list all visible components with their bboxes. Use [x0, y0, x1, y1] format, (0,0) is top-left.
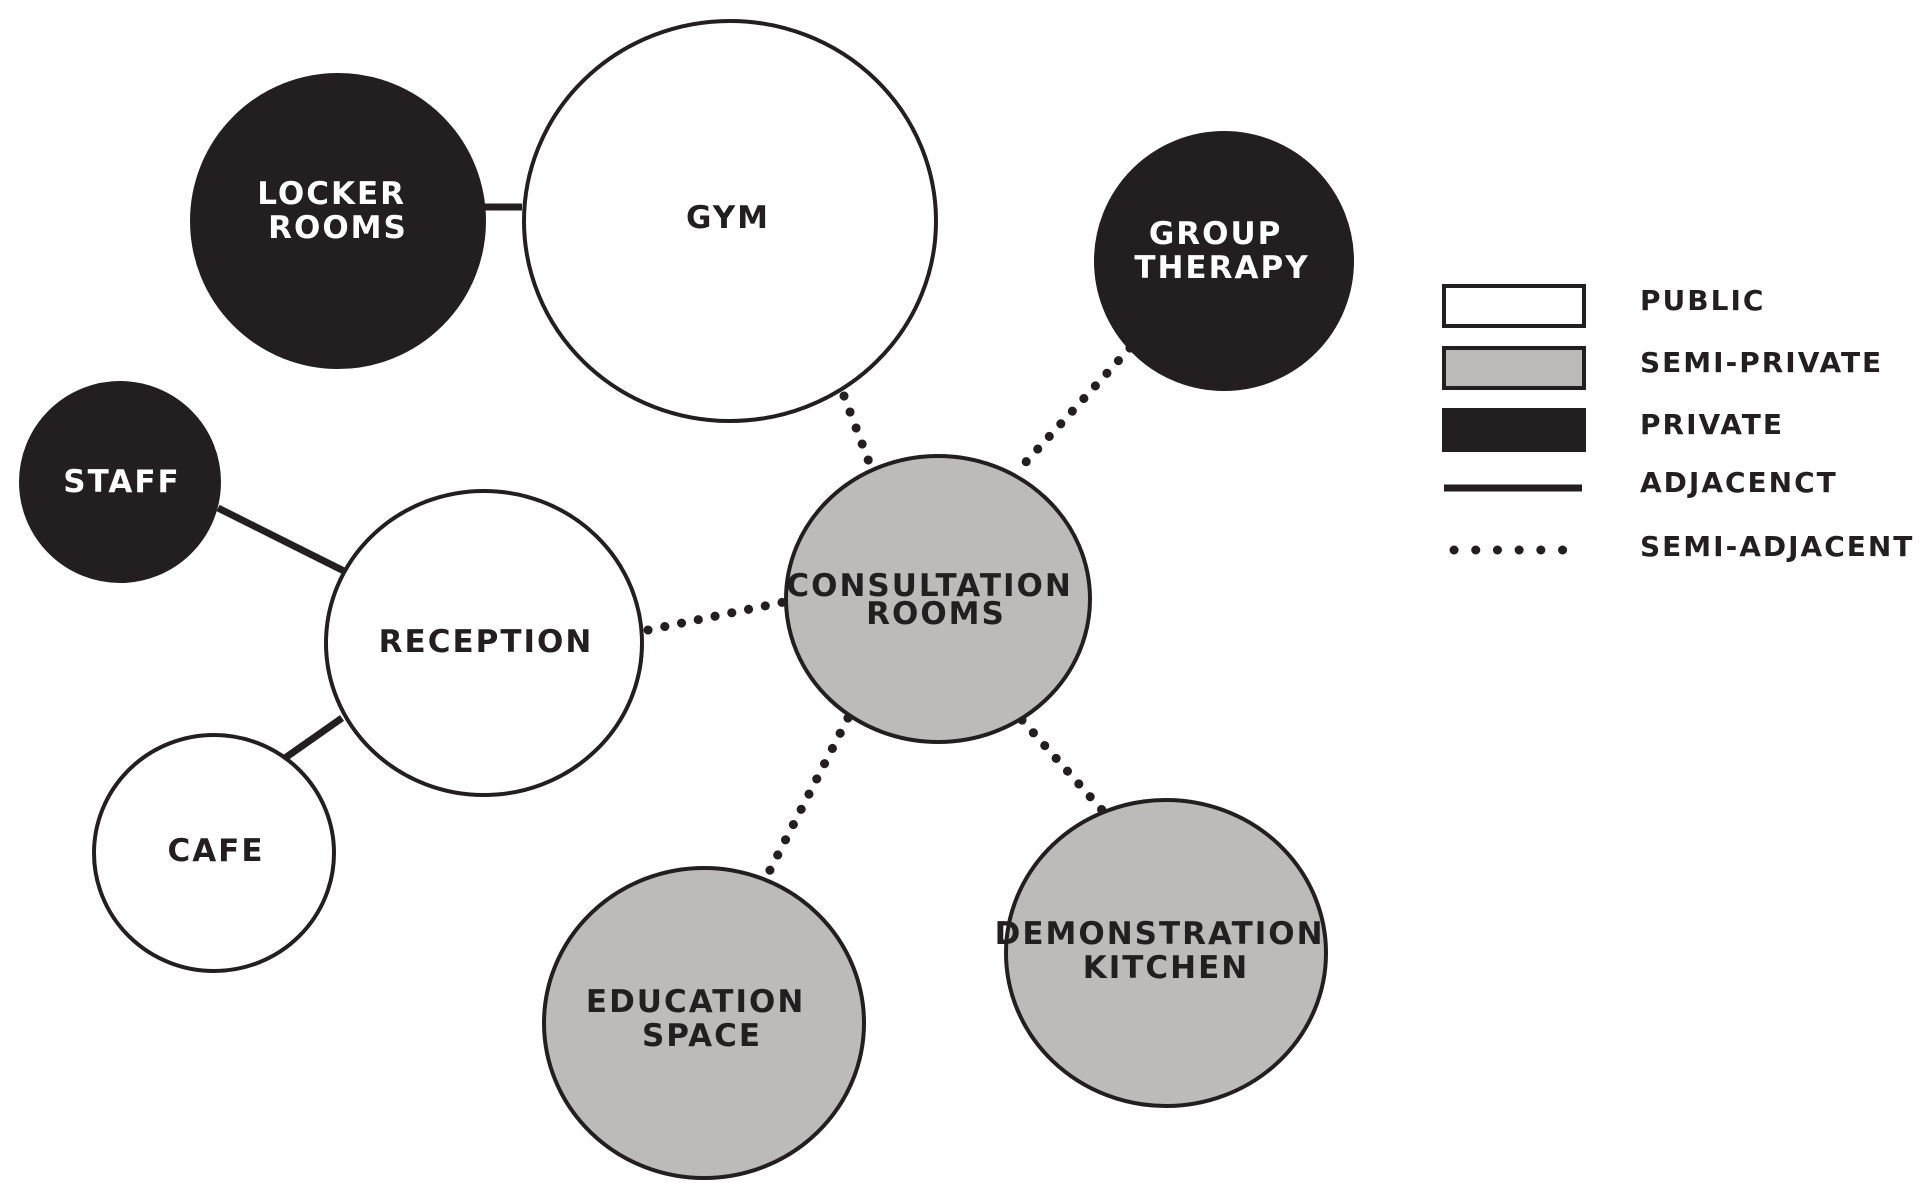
connector-reception-cafe: [282, 715, 345, 761]
semi-connector-consultation-kitchen: [1017, 715, 1107, 815]
semi-connector-consultation-education: [763, 713, 853, 879]
connections: [216, 203, 1135, 879]
bubble-consultation-rooms: [784, 454, 1092, 744]
legend-label-private: PRIVATE: [1640, 408, 1784, 441]
legend-label-public: PUBLIC: [1640, 284, 1765, 317]
bubble-reception: [324, 489, 644, 797]
legend-label-semi-private: SEMI-PRIVATE: [1640, 346, 1883, 379]
bubble-education-space: [542, 866, 866, 1180]
bubble-group-therapy: [1094, 131, 1354, 391]
bubble-locker-rooms: [190, 73, 486, 369]
label-consultation-rooms: CONSULTATION ROOMS: [786, 568, 1085, 632]
semi-connector-gym-consultation: [839, 391, 877, 475]
connector-staff-reception: [216, 504, 348, 576]
label-group-therapy: GROUP THERAPY: [1134, 216, 1309, 286]
bubbles: [19, 19, 1354, 1180]
legend: PUBLIC SEMI-PRIVATE PRIVATE ADJACENCT SE…: [1442, 284, 1914, 563]
label-reception: RECEPTION: [379, 624, 594, 660]
label-staff: STAFF: [63, 464, 180, 500]
bubble-gym: [522, 19, 938, 423]
bubble-labels: LOCKER ROOMS GYM GROUP THERAPY STAFF REC…: [63, 176, 1338, 1054]
label-education-space: EDUCATION SPACE: [586, 984, 818, 1054]
legend-swatch-public: [1442, 284, 1586, 328]
bubble-staff: [19, 381, 221, 583]
legend-swatch-semi-private: [1442, 346, 1586, 390]
label-demonstration-kitchen: DEMONSTRATION KITCHEN: [995, 916, 1338, 986]
semi-connector-reception-consultation: [643, 597, 789, 635]
legend-label-semi-adjacent: SEMI-ADJACENT: [1640, 530, 1914, 563]
label-locker-rooms: LOCKER ROOMS: [257, 176, 419, 246]
semi-connector-group-therapy-consultation: [1010, 343, 1135, 479]
label-cafe: CAFE: [167, 833, 264, 869]
legend-label-adjacent: ADJACENCT: [1640, 466, 1838, 499]
bubble-demonstration-kitchen: [1004, 798, 1328, 1108]
bubble-cafe: [92, 733, 336, 973]
legend-swatch-private: [1442, 408, 1586, 452]
label-gym: GYM: [686, 200, 770, 236]
